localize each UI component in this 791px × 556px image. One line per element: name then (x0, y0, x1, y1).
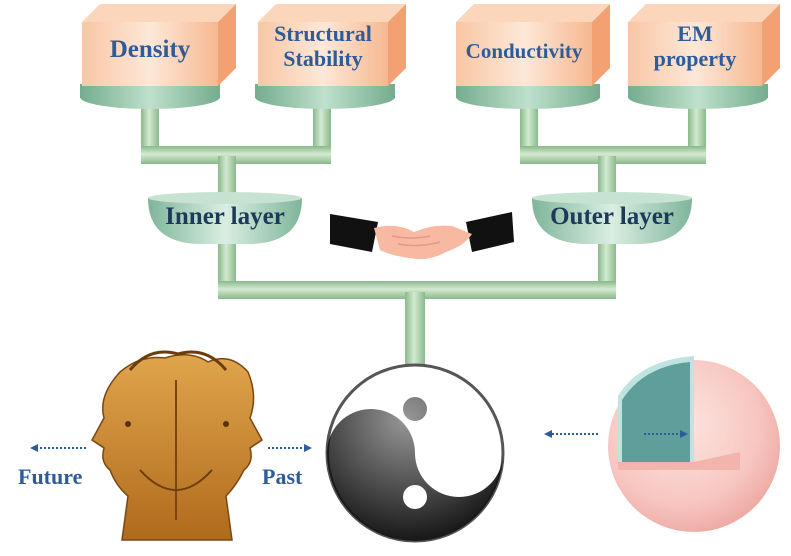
pipe-density (141, 106, 159, 156)
box-top (456, 4, 610, 22)
box-front (258, 22, 388, 86)
future-arrow-head (30, 444, 38, 452)
right-sleeve (466, 212, 514, 252)
inner-layer-bowl (148, 192, 302, 244)
box-front (456, 22, 592, 86)
core-arrow-head (680, 430, 688, 438)
pipe-right-stem (598, 156, 616, 200)
bowl-shape (148, 198, 302, 244)
future-label: Future (18, 464, 83, 489)
property-box-conductivity (456, 4, 610, 109)
bowl-rim (148, 192, 302, 204)
box-front (82, 22, 218, 86)
pipe-network (141, 106, 706, 364)
pipe-inner-down (218, 238, 236, 288)
structural-line: Structural (274, 21, 372, 46)
past-arrow-head (304, 444, 312, 452)
box-side (218, 4, 236, 86)
box-side (592, 4, 610, 86)
pipe-left-bar (141, 146, 331, 164)
stability-line: Stability (283, 45, 363, 71)
future-arrow (30, 444, 86, 452)
property-box-em-property (628, 4, 780, 109)
property-box-density (80, 4, 236, 109)
past-label: Past (262, 464, 303, 489)
bowl-shape (532, 198, 692, 244)
box-top (258, 4, 406, 22)
plate-rim (628, 84, 768, 98)
bowl-rim (532, 192, 692, 204)
pipe-right-bar (520, 146, 706, 164)
past-arrow (268, 444, 312, 452)
left-sleeve (330, 214, 378, 252)
core-shell-sphere-icon (608, 356, 780, 532)
handshake-icon (330, 212, 514, 260)
sphere-arrow-head (544, 430, 552, 438)
pipe-main-stem (405, 292, 425, 364)
pipe-conductivity (520, 106, 538, 156)
pipe-em (688, 106, 706, 156)
pipe-left-stem (218, 156, 236, 200)
property-box-structural-stability (255, 4, 406, 109)
sphere-cut-ledge (618, 452, 740, 470)
em-property-label: EM property (628, 21, 762, 71)
outer-layer-label: Outer layer (550, 203, 674, 230)
box-side (388, 4, 406, 86)
janus-laurel (128, 350, 228, 371)
box-front (628, 22, 762, 86)
property-line: property (653, 45, 737, 71)
plate-rim (80, 84, 220, 98)
hands (374, 225, 472, 260)
janus-left-eye (125, 421, 131, 427)
sphere-to-yinyang-arrow (544, 430, 598, 438)
inner-layer-label: Inner layer (165, 203, 285, 230)
box-top (628, 4, 780, 22)
box-side (762, 4, 780, 86)
janus-right-eye (223, 421, 229, 427)
em-line: EM (677, 21, 713, 46)
janus-beard (139, 469, 213, 491)
plate-rim (255, 84, 395, 98)
conductivity-label: Conductivity (465, 39, 583, 63)
janus-head-icon (91, 350, 263, 541)
pipe-structural (313, 106, 331, 156)
structural-stability-label: Structural Stability (258, 21, 388, 71)
finger-lines (391, 235, 441, 247)
plate-rim (456, 84, 600, 98)
density-label: Density (109, 36, 191, 63)
core-cut-face (622, 362, 690, 462)
pipe-main-bar (218, 281, 616, 299)
pipe-outer-down (598, 238, 616, 288)
yin-yang-icon (325, 363, 505, 543)
yinyang-gloss (329, 367, 501, 539)
outer-layer-bowl (532, 192, 692, 244)
box-top (82, 4, 236, 22)
